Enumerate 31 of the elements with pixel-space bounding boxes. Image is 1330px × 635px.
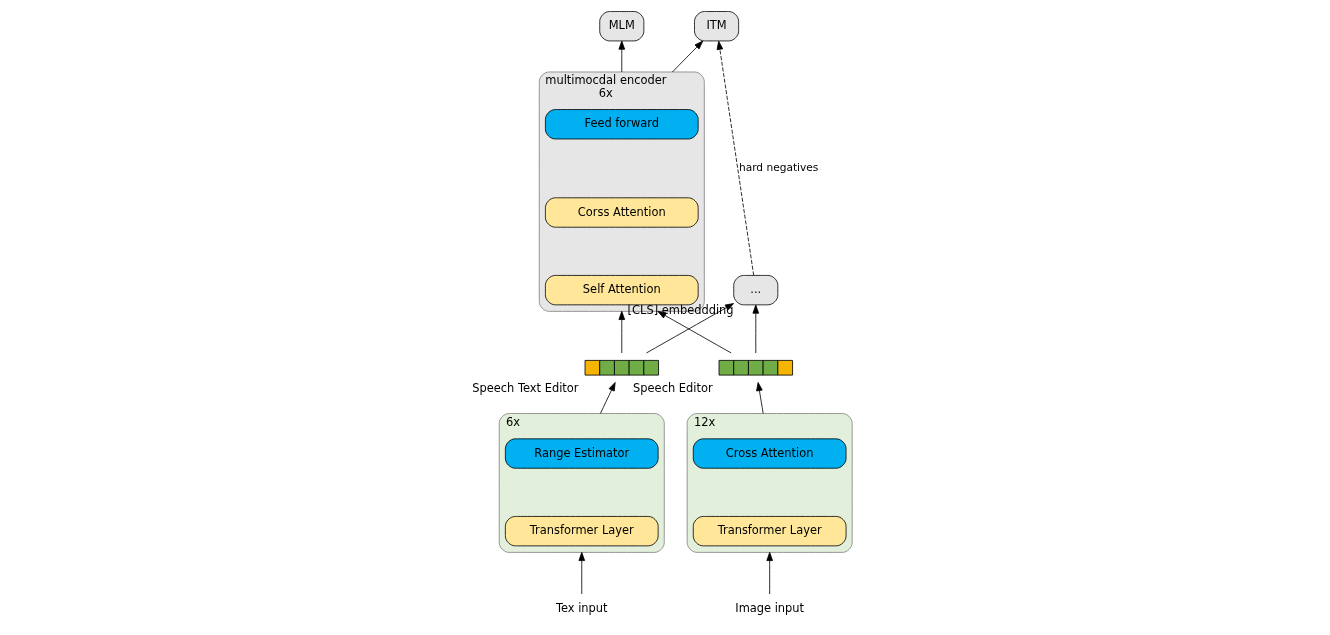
arrow [656, 310, 732, 354]
node-box: Corss Attention [544, 197, 699, 228]
node-box: Range Estimator [504, 438, 659, 469]
node-box: Self Attention [544, 275, 699, 306]
edge-label: hard negatives [738, 161, 818, 175]
node-text: Image input [734, 600, 804, 615]
node-box: ITM [693, 11, 739, 42]
cluster [686, 413, 853, 553]
arrow [765, 552, 773, 595]
arrow [671, 40, 703, 73]
arrow [618, 40, 625, 73]
node-label: 12x [693, 414, 715, 429]
arrow [752, 304, 759, 354]
arrow [599, 382, 616, 414]
node-box: Cross Attention [692, 438, 846, 469]
node-label: Speech Editor [632, 380, 713, 395]
node-box: ... [732, 275, 778, 306]
arrow [755, 382, 764, 414]
node-text: Tex input [555, 600, 608, 615]
node-box: MLM [598, 11, 644, 42]
node-label: multimocdal encoder [544, 73, 666, 88]
cluster [498, 413, 665, 553]
node-box: Transformer Layer [692, 516, 846, 547]
node-label: Speech Text Editor [471, 380, 578, 395]
node-box: Transformer Layer [504, 516, 659, 547]
node-label: 6x [505, 414, 520, 429]
arrow [716, 40, 754, 276]
arrow [618, 310, 625, 354]
node-label: 6x [598, 85, 613, 100]
node-box: Feed forward [544, 109, 699, 140]
arrow [578, 552, 585, 595]
